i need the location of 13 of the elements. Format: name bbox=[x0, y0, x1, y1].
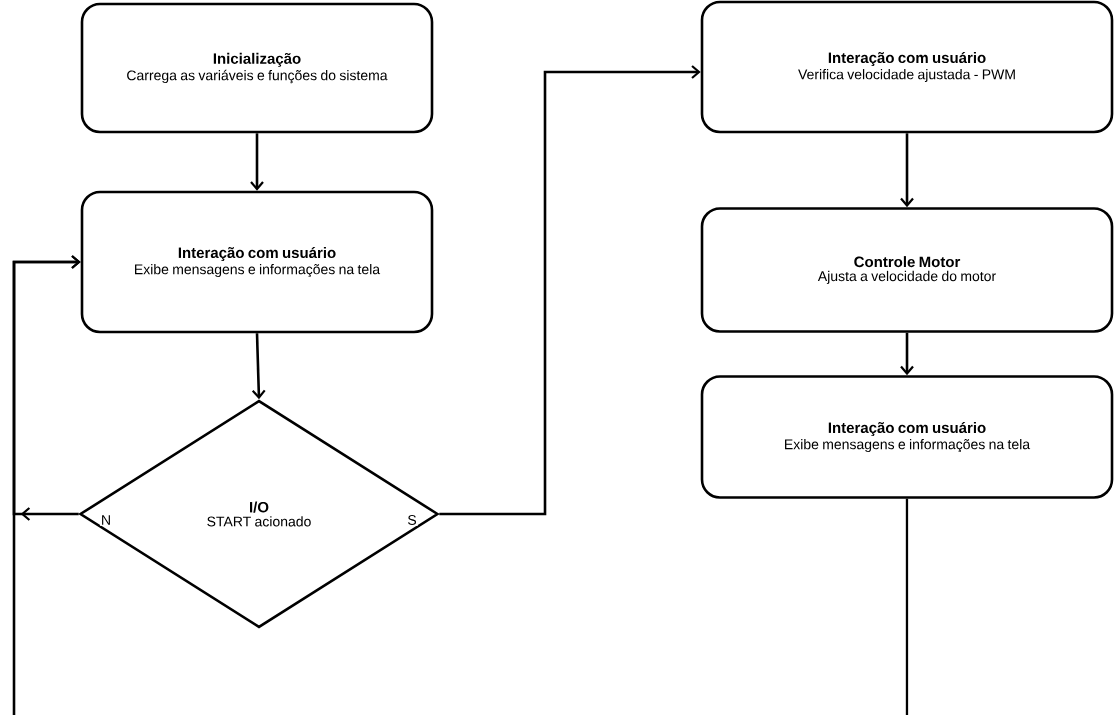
edge-label: N bbox=[99, 514, 113, 526]
process-box: Controle Motor Ajusta a velocidade do motor bbox=[700, 207, 1114, 333]
arrow bbox=[251, 333, 266, 400]
process-box: Interação com usuário Verifica velocidade ajustada - PWM bbox=[700, 0, 1114, 134]
edge-label: S bbox=[406, 514, 418, 526]
arrow bbox=[900, 133, 914, 208]
process-box: Inicialização Carrega as variáveis e funções do sistema bbox=[80, 2, 434, 134]
arrow bbox=[439, 65, 701, 516]
arrow bbox=[250, 133, 264, 191]
arrow bbox=[12, 255, 81, 715]
arrow bbox=[900, 332, 914, 376]
process-box: Interação com usuário Exibe mensagens e informações na tela bbox=[80, 190, 434, 334]
process-box: Interação com usuário Exibe mensagens e informações na tela bbox=[700, 375, 1114, 499]
